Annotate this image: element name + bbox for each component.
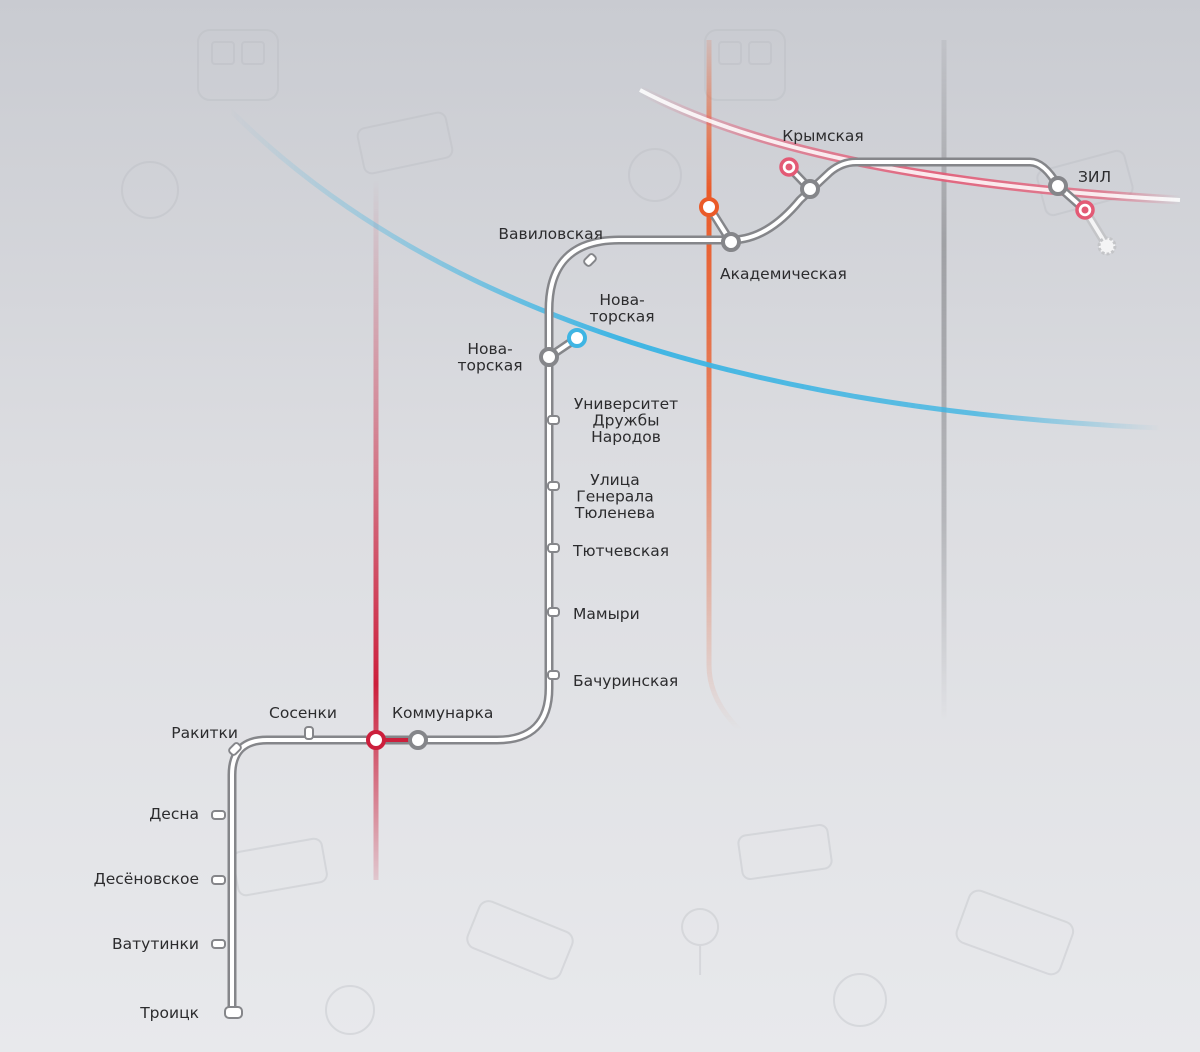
tick-tyutchevskaya (547, 543, 560, 553)
station-name-line: Коммунарка (392, 704, 493, 722)
station-name-line: Тюленева (574, 504, 655, 522)
station-name-line: Троицк (139, 1004, 199, 1022)
train-front-icon (197, 29, 279, 101)
station-name-line: Бачуринская (573, 672, 678, 690)
station-name-line: Академическая (720, 265, 847, 283)
marker-novatorskaya (539, 347, 559, 367)
coin-icon (121, 161, 179, 219)
station-name-line: Тютчевская (572, 542, 669, 560)
label-desenovskoye: Десёновское (94, 870, 199, 888)
location-pin-icon (681, 908, 720, 975)
station-name-line: Университет (574, 395, 678, 413)
background-illustrations (121, 29, 1134, 1035)
station-name-line: Десна (149, 805, 199, 823)
station-name-line: Народов (591, 428, 661, 446)
tick-desna (211, 810, 226, 820)
marker-akademicheskaya-orange (699, 197, 719, 217)
station-name-line: Мамыри (573, 605, 640, 623)
station-name-line: Сосенки (269, 704, 337, 722)
label-rakitki: Ракитки (171, 724, 238, 742)
label-akademicheskaya: Академическая (720, 265, 847, 283)
tick-desenovskoye (211, 875, 226, 885)
tick-rakitki (228, 742, 242, 756)
label-desna: Десна (149, 805, 199, 823)
label-novatorskaya-bcl: Нова-торская (589, 291, 654, 326)
station-name-line: торская (589, 308, 654, 326)
label-mamyri: Мамыри (573, 605, 640, 623)
station-name-line: Генерала (576, 488, 653, 506)
marker-zil (1048, 176, 1068, 196)
station-labels: Крымская ЗИЛ Вавиловская Академическая Н… (94, 127, 1112, 1022)
coin-icon (628, 148, 682, 202)
station-name-line: ЗИЛ (1078, 168, 1111, 186)
label-sosenki: Сосенки (269, 704, 337, 722)
station-name-line: Ватутинки (112, 935, 199, 953)
station-name-line: Ракитки (171, 724, 238, 742)
train-icon (955, 889, 1075, 976)
train-front-icon (704, 29, 786, 101)
label-novatorskaya: Нова-торская (457, 340, 522, 375)
station-markers (366, 157, 1117, 750)
ticket-icon (737, 823, 833, 881)
marker-kommunarka (408, 730, 428, 750)
station-name-line: Нова- (467, 340, 512, 358)
orange-line (706, 40, 742, 732)
marker-akademicheskaya (721, 232, 741, 252)
station-name-line: Десёновское (94, 870, 199, 888)
label-vatutinki: Ватутинки (112, 935, 199, 953)
tick-vavilovskaya (583, 253, 597, 267)
station-name-line: Вавиловская (498, 225, 603, 243)
station-name-line: Крымская (782, 127, 863, 145)
label-troitsk: Троицк (139, 1004, 199, 1022)
tick-university (547, 415, 560, 425)
label-vavilovskaya: Вавиловская (498, 225, 603, 243)
blue-line (228, 108, 1161, 431)
tick-mamyri (547, 607, 560, 617)
tick-troitsk (224, 1006, 243, 1019)
station-name-line: Нова- (599, 291, 644, 309)
tick-tyuleneva (547, 481, 560, 491)
label-krymskaya: Крымская (782, 127, 863, 145)
coin-icon (833, 973, 887, 1027)
label-zil: ЗИЛ (1078, 168, 1111, 186)
label-kommunarka: Коммунарка (392, 704, 493, 722)
tick-vatutinki (211, 939, 226, 949)
marker-future-station (1097, 236, 1117, 256)
tick-bachurinskaya (547, 670, 560, 680)
marker-novatorskaya-blue (567, 328, 587, 348)
station-name-line: торская (457, 357, 522, 375)
station-name-line: Дружбы (593, 412, 660, 430)
coin-icon (325, 985, 375, 1035)
marker-krymskaya (800, 179, 820, 199)
label-tyutchevskaya: Тютчевская (572, 542, 669, 560)
ticket-icon (356, 111, 454, 175)
background-lines (228, 40, 1181, 880)
station-name-line: Улица (590, 471, 639, 489)
marker-kommunarka-red (366, 730, 386, 750)
station-ticks (211, 253, 597, 1019)
label-bachurinskaya: Бачуринская (573, 672, 678, 690)
tick-sosenki (304, 726, 314, 740)
train-icon (466, 900, 574, 980)
